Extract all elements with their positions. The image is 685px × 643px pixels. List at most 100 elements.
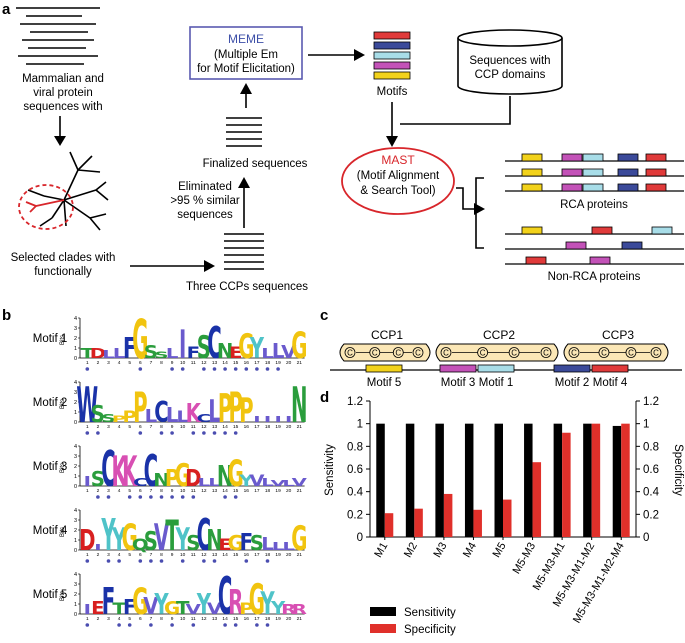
logo-letter-group: Y	[111, 523, 127, 559]
logo-y-axis-label: Bits	[60, 335, 66, 345]
logo-position-label: 18	[265, 488, 271, 494]
logo-position-label: 2	[97, 552, 100, 558]
logo-position-label: 12	[201, 424, 207, 430]
logo-letter: G	[164, 598, 180, 619]
logo-letter: C	[154, 395, 168, 429]
logo-letter: P	[239, 390, 253, 430]
cysteine-marker	[568, 347, 580, 358]
arrow-to-finalized	[238, 177, 250, 228]
clade-label-line1: Selected clades with	[11, 252, 116, 264]
logo-letter-group: Y	[238, 473, 255, 491]
logo-position-label: 12	[201, 488, 207, 494]
logo-position-label: 15	[233, 552, 239, 558]
arrow-to-meme	[240, 83, 252, 108]
logo-letter: L	[198, 476, 211, 488]
logo-letter: Y	[175, 523, 191, 559]
logo-letter: F	[240, 529, 253, 556]
logo-letter-group: I	[253, 415, 260, 424]
logo-letter: P	[112, 414, 126, 425]
conserved-position-dot	[85, 623, 90, 627]
logo-letter: T	[176, 598, 190, 619]
logo-position-label: 5	[128, 616, 131, 622]
logo-letter: G	[132, 580, 148, 622]
ccp-motif-box	[591, 364, 629, 373]
rca-label: RCA proteins	[560, 199, 628, 211]
logo-position-label: 19	[275, 616, 281, 622]
cysteine-marker	[344, 347, 356, 358]
conserved-position-dot	[265, 559, 270, 563]
conserved-position-dot	[265, 367, 270, 371]
clade-label-line2: functionally	[34, 266, 92, 278]
bar-specificity	[621, 423, 630, 537]
logo-letter-group: F	[123, 595, 136, 620]
mast-title: MAST	[381, 153, 415, 167]
phylogenetic-tree	[27, 151, 109, 231]
logo-position-label: 9	[171, 360, 174, 366]
conserved-position-dot	[276, 367, 280, 371]
logo-position-label: 7	[150, 616, 153, 622]
logo-letter: E	[218, 537, 231, 555]
logo-position-label: 12	[201, 360, 207, 366]
logo-letter: P	[218, 387, 232, 432]
logo-letter-group: L	[282, 540, 295, 552]
logo-letter: G	[132, 307, 148, 371]
conserved-position-dot	[202, 431, 206, 435]
logo-position-label: 10	[180, 552, 186, 558]
logo-y-tick-label: 4	[74, 508, 77, 514]
logo-letter-group: Q	[132, 537, 149, 555]
bar-sensitivity	[583, 423, 592, 537]
logo-letter-group: D	[90, 346, 106, 361]
logo-letter: C	[101, 440, 115, 498]
logo-letter-group: V	[270, 479, 286, 488]
arrows-to-mast	[391, 96, 511, 138]
logo-position-label: 13	[212, 360, 218, 366]
logo-y-tick-label: 1	[74, 410, 77, 416]
bar-specificity	[443, 493, 453, 537]
bar-sensitivity	[376, 423, 385, 537]
finalized-label: Finalized sequences	[203, 158, 308, 170]
conserved-position-dot	[202, 367, 206, 371]
logo-letter-group: E	[91, 598, 104, 619]
arrow-to-ccp-sequences	[130, 260, 215, 272]
logo-letter: E	[91, 598, 104, 619]
logo-position-label: 11	[191, 360, 196, 366]
logo-letter-group: C	[197, 412, 211, 424]
logo-letter: I	[84, 602, 91, 617]
conserved-position-dot	[191, 623, 196, 627]
ccp-motif-label: Motif 3	[441, 377, 476, 389]
conserved-position-dot	[117, 623, 121, 627]
logo-letter-group: P	[112, 414, 126, 425]
logo-letter-group: D	[79, 523, 95, 557]
motif-label: Motif 5	[33, 589, 68, 601]
logo-position-label: 21	[297, 360, 303, 366]
logo-letter: G	[291, 324, 307, 366]
logo-position-label: 10	[180, 488, 186, 494]
cysteine-glyph: C	[347, 349, 353, 358]
logo-letter: S	[154, 350, 168, 361]
logo-letter-group: T	[112, 601, 126, 619]
logo-position-label: 7	[150, 488, 153, 494]
panel-label-d: d	[320, 389, 329, 406]
conserved-position-dot	[159, 495, 164, 499]
logo-letter-group: P	[228, 384, 242, 433]
left-y-tick-label: 0.2	[347, 509, 363, 521]
logo-letter-group: C	[207, 318, 221, 370]
conserved-position-dot	[170, 495, 174, 499]
cysteine-glyph: C	[653, 349, 659, 358]
bar-sensitivity	[464, 423, 474, 537]
logo-y-tick-label: 2	[74, 336, 77, 342]
database-label-line1: Sequences with	[469, 55, 550, 67]
logo-letter: L	[272, 339, 285, 364]
database-label-line2: CCP domains	[475, 69, 546, 81]
bar-specificity	[503, 499, 512, 537]
logo-letter-group: E	[229, 345, 242, 363]
logo-letter-group: S	[101, 412, 115, 424]
conserved-position-dot	[96, 495, 100, 499]
logo-position-label: 13	[212, 488, 218, 494]
logo-letter: P	[228, 384, 242, 433]
logo-position-label: 14	[222, 616, 228, 622]
logo-letter-group: R	[281, 602, 296, 617]
right-y-tick-label: 0.4	[643, 487, 660, 499]
logo-letter: K	[186, 399, 202, 428]
